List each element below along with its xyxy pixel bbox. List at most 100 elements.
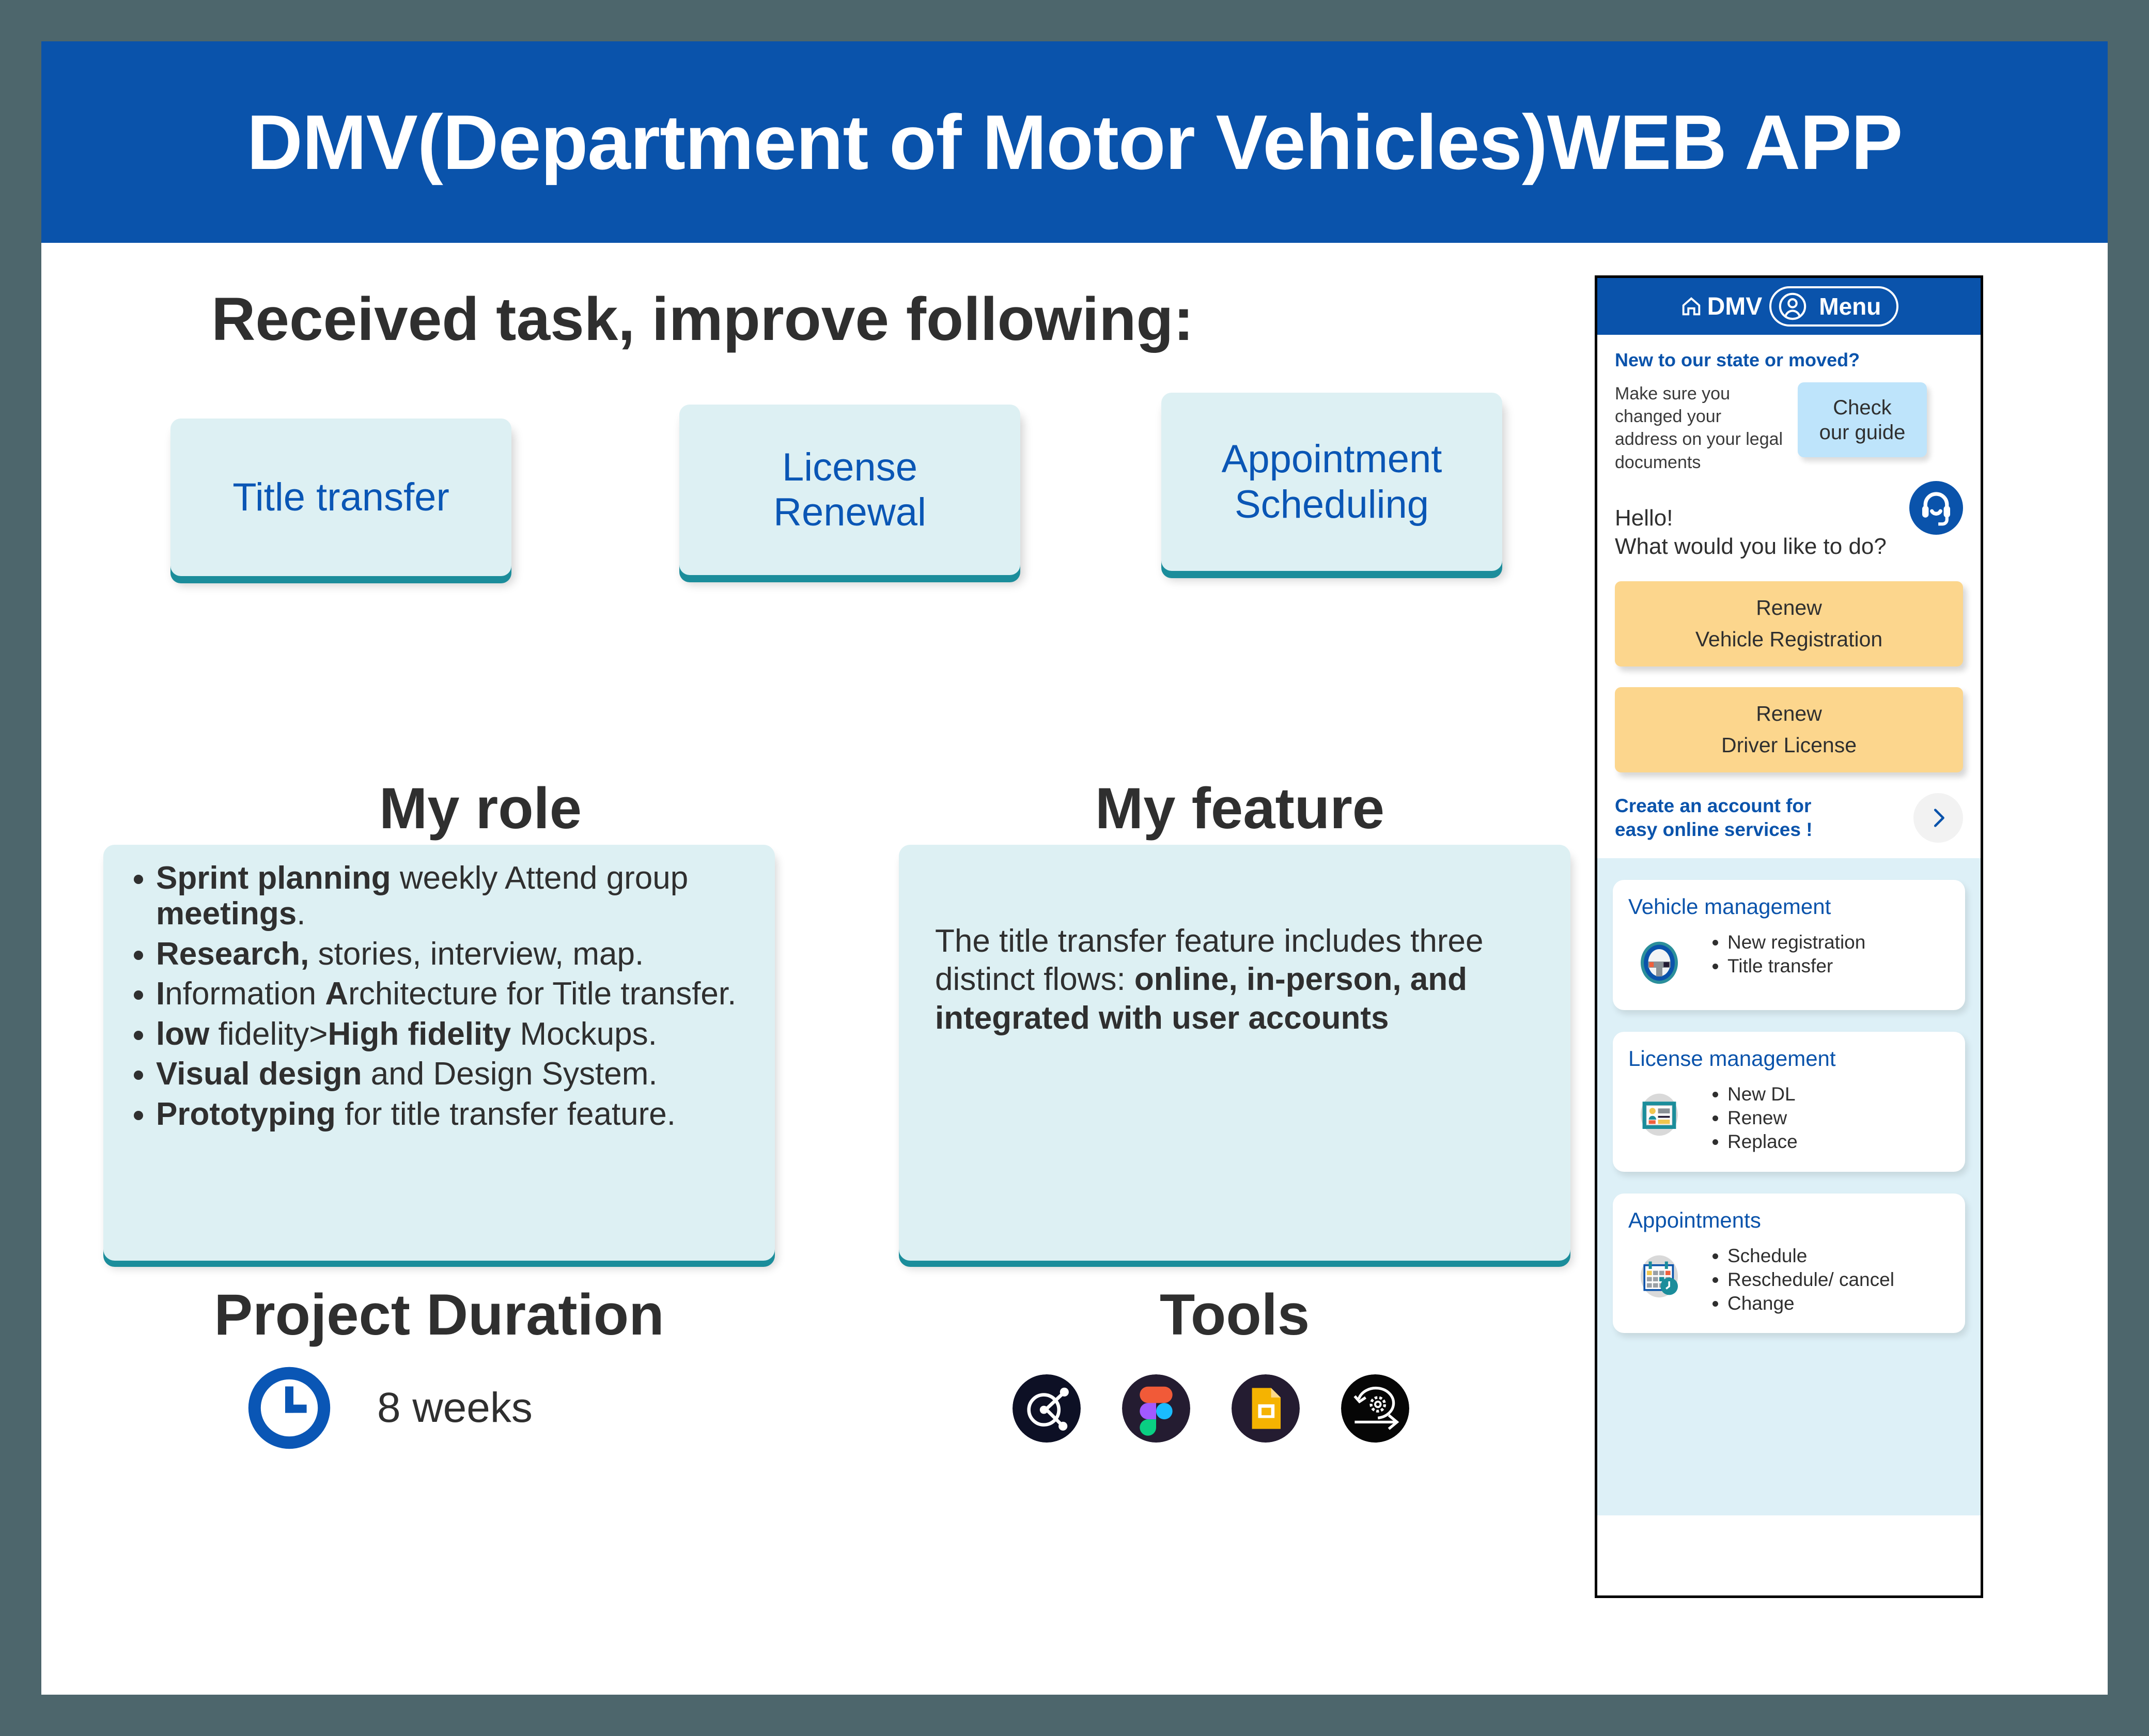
role-bold: Research, [156,936,309,972]
feature-card-label: Title transfer [232,475,449,519]
my-feature-text: The title transfer feature includes thre… [935,922,1534,1037]
phone-menu-button[interactable]: Menu [1769,286,1899,327]
renew-vehicle-registration-button[interactable]: Renew Vehicle Registration [1615,581,1963,667]
left-content: Received task, improve following: Title … [41,243,1632,1695]
address-text: Make sure you changed your address on yo… [1615,384,1783,472]
card-list: Schedule Reschedule/ cancel Change [1700,1244,1894,1316]
account-icon [1779,292,1807,320]
id-card-icon [1641,1093,1678,1136]
steering-wheel-icon [1641,941,1678,984]
figma-icon[interactable] [1122,1374,1190,1443]
role-text2: Mockups. [511,1016,657,1052]
list-item: Replace [1727,1130,1798,1154]
list-item: Schedule [1727,1244,1894,1268]
create-account-row[interactable]: Create an account for easy online servic… [1615,793,1963,858]
project-duration-value: 8 weeks [377,1384,533,1431]
list-item: Renew [1727,1106,1798,1130]
greeting-line-1: Hello! [1615,505,1673,531]
my-role-box: Sprint planning weekly Attend group meet… [103,845,775,1261]
role-text: fidelity> [209,1016,328,1052]
role-bold: low [156,1016,210,1052]
address-row: Make sure you changed your address on yo… [1615,382,1963,474]
tools-row [1013,1374,1409,1443]
received-task-heading: Received task, improve following: [211,285,1194,353]
role-bold: Visual design [156,1056,362,1092]
list-item: Title transfer [1727,954,1865,978]
card-appointments[interactable]: Appointments [1613,1193,1965,1334]
list-item: New registration [1727,931,1865,954]
role-text2: rchitecture for Title transfer. [348,976,737,1012]
card-license-management[interactable]: License management New DL Renew Repla [1613,1031,1965,1172]
calendar-clock-icon [1641,1255,1678,1297]
role-text2: . [297,896,306,932]
greeting-line-2: What would you like to do? [1615,533,1887,559]
role-text: for title transfer feature. [335,1096,676,1132]
card-body: New registration Title transfer [1628,931,1950,993]
card-body: New DL Renew Replace [1628,1082,1950,1154]
my-feature-heading: My feature [1095,776,1385,841]
chevron-right-icon[interactable] [1913,793,1963,843]
action-line-1: Renew [1756,701,1822,725]
greeting: Hello! What would you like to do? [1615,504,1963,561]
list-item: Reschedule/ cancel [1727,1268,1894,1292]
my-role-heading: My role [379,776,582,841]
new-to-state-heading: New to our state or moved? [1615,349,1860,370]
home-icon [1682,297,1700,316]
card-vehicle-management[interactable]: Vehicle management New registration Titl… [1613,879,1965,1010]
action-line-2: Vehicle Registration [1695,627,1883,652]
headset-support-icon[interactable] [1909,481,1963,535]
card-body: Schedule Reschedule/ cancel Change [1628,1244,1950,1316]
role-bold2: High fidelity [328,1016,511,1052]
list-item: Prototyping for title transfer feature. [156,1096,761,1132]
phone-brand[interactable]: DMV [1679,292,1763,321]
feature-text-plain: The title transfer feature includes thre… [935,923,1484,998]
card-list: New DL Renew Replace [1700,1082,1798,1154]
phone-mockup: DMV Menu New to our state or moved? Make… [1595,275,1983,1598]
list-item: Research, stories, interview, map. [156,936,761,972]
feature-card-title-transfer[interactable]: Title transfer [170,419,511,576]
action-line-1: Renew [1756,595,1822,619]
agile-scrum-icon[interactable] [1341,1374,1409,1443]
card-list: New registration Title transfer [1700,931,1865,979]
role-text: and Design System. [362,1056,658,1092]
card-title: Vehicle management [1628,894,1831,919]
app-header: DMV(Department of Motor Vehicles)WEB APP [41,41,2108,243]
phone-brand-label: DMV [1707,292,1763,320]
list-item: New DL [1727,1082,1798,1106]
list-item: Visual design and Design System. [156,1056,761,1092]
list-item: Change [1727,1292,1894,1315]
role-text: stories, interview, map. [309,936,644,972]
phone-header: DMV Menu [1597,278,1981,335]
role-bold2: A [325,976,349,1012]
chevron-right-glyph [1934,809,1944,827]
feature-text-bold: online, in-person, and integrated with u… [935,962,1468,1036]
role-bold: Prototyping [156,1096,336,1132]
card-title: Appointments [1628,1207,1761,1232]
my-role-list: Sprint planning weekly Attend group meet… [116,860,761,1132]
phone-service-cards: Vehicle management New registration Titl… [1597,858,1981,1515]
list-item: low fidelity>High fidelity Mockups. [156,1016,761,1052]
clock-icon [248,1367,331,1449]
card-title: License management [1628,1046,1836,1071]
google-slides-icon[interactable] [1232,1374,1300,1443]
create-account-label: Create an account for easy online servic… [1615,795,1813,840]
project-duration-row: 8 weeks [248,1367,533,1449]
renew-driver-license-button[interactable]: Renew Driver License [1615,687,1963,772]
role-text: nformation [165,976,325,1012]
project-duration-heading: Project Duration [214,1282,664,1347]
phone-body: New to our state or moved? Make sure you… [1597,349,1981,858]
role-bold: I [156,976,165,1012]
support-row [1615,481,1963,535]
role-text: weekly Attend group [391,860,689,896]
page-title: DMV(Department of Motor Vehicles)WEB APP [246,98,1903,185]
role-bold: Sprint planning [156,860,391,896]
list-item: Information Architecture for Title trans… [156,976,761,1012]
my-feature-box: The title transfer feature includes thre… [899,845,1570,1261]
figjam-icon[interactable] [1013,1374,1081,1443]
